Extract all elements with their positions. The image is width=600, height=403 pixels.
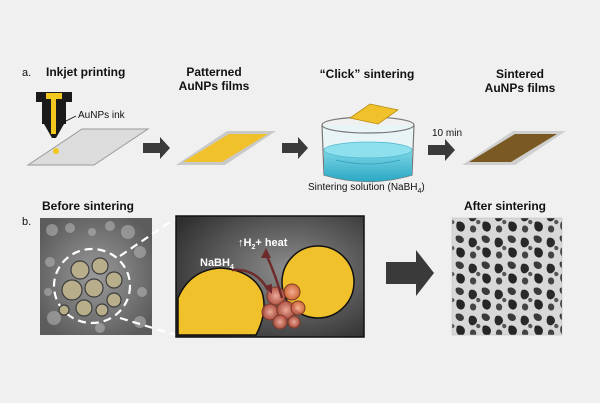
process-arrow-1 xyxy=(143,137,170,159)
product-label: ↑H2+ heat xyxy=(238,237,288,251)
before-sintering-title: Before sintering xyxy=(42,199,134,213)
gold-particle-right xyxy=(281,245,355,319)
sintered-films-title-line1: Sintered xyxy=(496,67,544,81)
film-being-dipped xyxy=(349,103,399,125)
sintering-solution-label: Sintering solution (NaBH4) xyxy=(308,182,425,195)
nanoparticle-cluster-icon xyxy=(58,257,123,317)
panel-a-letter: a. xyxy=(22,67,31,79)
process-arrow-4 xyxy=(386,250,434,296)
ink-label: AuNPs ink xyxy=(78,110,126,121)
patterned-films-title-line1: Patterned xyxy=(186,65,241,79)
process-arrow-2 xyxy=(282,137,308,159)
patterned-films-title-line2: AuNPs films xyxy=(179,79,250,93)
reagent-label: NaBH4 xyxy=(200,257,234,271)
substrate-plate xyxy=(26,128,150,166)
ink-label-leader xyxy=(63,115,77,123)
beaker-icon xyxy=(321,116,415,183)
click-sintering-title: “Click” sintering xyxy=(320,67,415,81)
zoom-line-bottom xyxy=(119,316,177,337)
after-sintering-sem-image xyxy=(451,217,563,336)
sintered-films-title-line2: AuNPs films xyxy=(485,81,556,95)
after-sintering-title: After sintering xyxy=(464,199,546,213)
panel-b-letter: b. xyxy=(22,216,31,228)
zoomed-reaction-panel: NaBH4 ↑H2+ heat xyxy=(175,215,365,338)
before-sintering-sem-image xyxy=(40,218,152,335)
zoom-line-top xyxy=(119,217,177,257)
process-arrow-3 xyxy=(428,139,455,161)
sintering-neck-glow xyxy=(261,283,306,330)
time-label: 10 min xyxy=(432,128,462,139)
inkjet-printing-title: Inkjet printing xyxy=(46,65,125,79)
inkjet-printhead-icon xyxy=(36,92,72,154)
